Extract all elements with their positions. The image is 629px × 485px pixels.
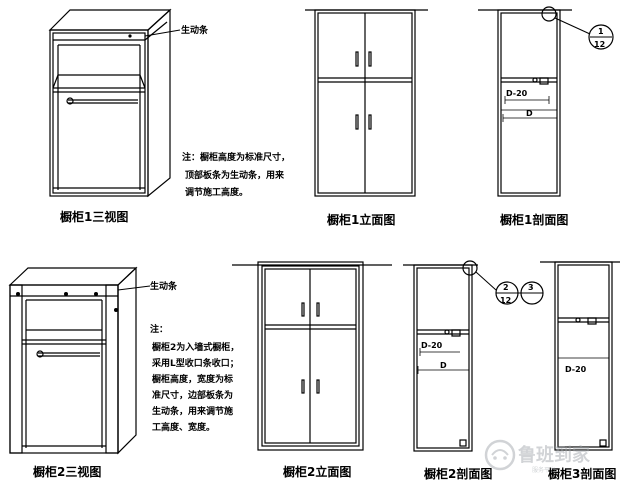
cabinet2-callout: 2 3 12 xyxy=(475,271,544,305)
cabinet1-strip-label: 生动条 xyxy=(181,24,209,36)
cabinet1-elevation-caption: 橱柜1立面图 xyxy=(327,212,395,227)
svg-text:工高度、宽度。: 工高度、宽度。 xyxy=(152,421,215,433)
svg-text:服务平台: 服务平台 xyxy=(532,466,556,474)
cabinet1-three-view-caption: 橱柜1三视图 xyxy=(60,209,128,224)
svg-text:橱柜2为入墙式橱柜，: 橱柜2为入墙式橱柜， xyxy=(152,341,239,353)
cabinet3-section-dims xyxy=(557,354,610,362)
cabinet1-strip-leader xyxy=(144,29,181,37)
cabinet1-section xyxy=(478,6,572,197)
svg-text:采用L型收口条收口；: 采用L型收口条收口； xyxy=(151,357,239,369)
cabinet2-elevation xyxy=(232,261,392,451)
svg-text:注：: 注： xyxy=(150,323,168,335)
cabinet2-dim-d: D xyxy=(440,361,447,370)
cabinet2-three-view-caption: 橱柜2三视图 xyxy=(33,464,101,479)
cabinet1-dim-d20: D-20 xyxy=(506,89,528,98)
cabinet2-section-dims xyxy=(417,348,470,374)
cabinet2-screw-dots xyxy=(16,292,118,312)
svg-text:1: 1 xyxy=(598,27,604,36)
svg-text:12: 12 xyxy=(500,296,511,305)
svg-text:顶部板条为生动条，用来: 顶部板条为生动条，用来 xyxy=(185,169,285,181)
cabinet3-dim-d20: D-20 xyxy=(565,365,587,374)
cabinet2-section-caption: 橱柜2剖面图 xyxy=(424,466,492,481)
cabinet3-section-caption: 橱柜3剖面图 xyxy=(548,466,616,481)
svg-text:注：橱柜高度为标准尺寸，: 注：橱柜高度为标准尺寸， xyxy=(182,151,290,163)
cabinet2-section xyxy=(403,260,478,452)
cabinet3-section xyxy=(540,261,620,451)
cabinet2-strip-label: 生动条 xyxy=(150,280,178,292)
svg-text:准尺寸，边部板条为: 准尺寸，边部板条为 xyxy=(152,389,233,401)
cabinet2-three-view xyxy=(8,266,138,455)
cabinet2-strip-leader xyxy=(117,285,151,291)
svg-text:橱柜高度，宽度为标: 橱柜高度，宽度为标 xyxy=(152,373,233,385)
svg-text:2: 2 xyxy=(503,283,509,292)
cabinet2-note: 注： 橱柜2为入墙式橱柜， 采用L型收口条收口； 橱柜高度，宽度为标 准尺寸，边… xyxy=(150,323,239,433)
watermark-logo: 鲁班到家 服务平台 xyxy=(484,439,591,474)
svg-text:生动条，用来调节施: 生动条，用来调节施 xyxy=(152,405,233,417)
svg-text:12: 12 xyxy=(594,40,605,49)
svg-text:调节施工高度。: 调节施工高度。 xyxy=(185,186,248,198)
cabinet1-note: 注：橱柜高度为标准尺寸， 顶部板条为生动条，用来 调节施工高度。 xyxy=(182,151,290,198)
cabinet1-elevation xyxy=(305,9,428,197)
cabinet2-dim-d20: D-20 xyxy=(421,341,443,350)
cabinet1-dim-d: D xyxy=(526,109,533,118)
cabinet1-callout: 1 12 xyxy=(554,17,614,50)
svg-text:鲁班到家: 鲁班到家 xyxy=(518,444,591,466)
cabinet1-section-caption: 橱柜1剖面图 xyxy=(500,212,568,227)
strip-dot xyxy=(128,34,132,38)
svg-text:3: 3 xyxy=(528,283,534,292)
cabinet1-section-dims xyxy=(502,96,558,122)
cabinet1-three-view xyxy=(48,8,172,198)
cabinet2-elevation-caption: 橱柜2立面图 xyxy=(283,464,351,479)
